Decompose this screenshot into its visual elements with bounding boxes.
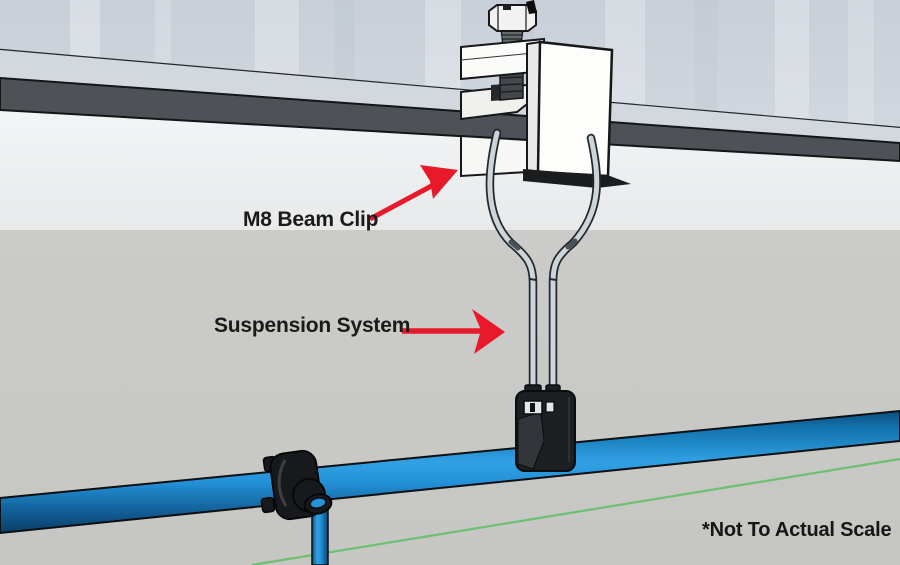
blue-pipe-main-run (0, 409, 900, 535)
footnote-scale-disclaimer: *Not To Actual Scale (702, 519, 892, 541)
callout-label-m8-beam-clip: M8 Beam Clip (243, 208, 379, 231)
suspension-wire-loop (485, 128, 601, 405)
clip-main-block (536, 40, 614, 178)
callout-label-suspension-system: Suspension System (214, 314, 411, 337)
wire-left (487, 130, 536, 403)
arrow-head-m8-beam-clip (420, 165, 458, 199)
clip-bottom-shadow (523, 169, 631, 188)
tee-outlet-clamp (260, 449, 333, 521)
callout-arrows (368, 165, 505, 354)
arrow-line-m8-beam-clip (368, 180, 439, 222)
pipe-hanger-clamp (515, 384, 576, 472)
arrow-head-suspension-system (472, 309, 505, 354)
green-guide-line (251, 457, 900, 565)
